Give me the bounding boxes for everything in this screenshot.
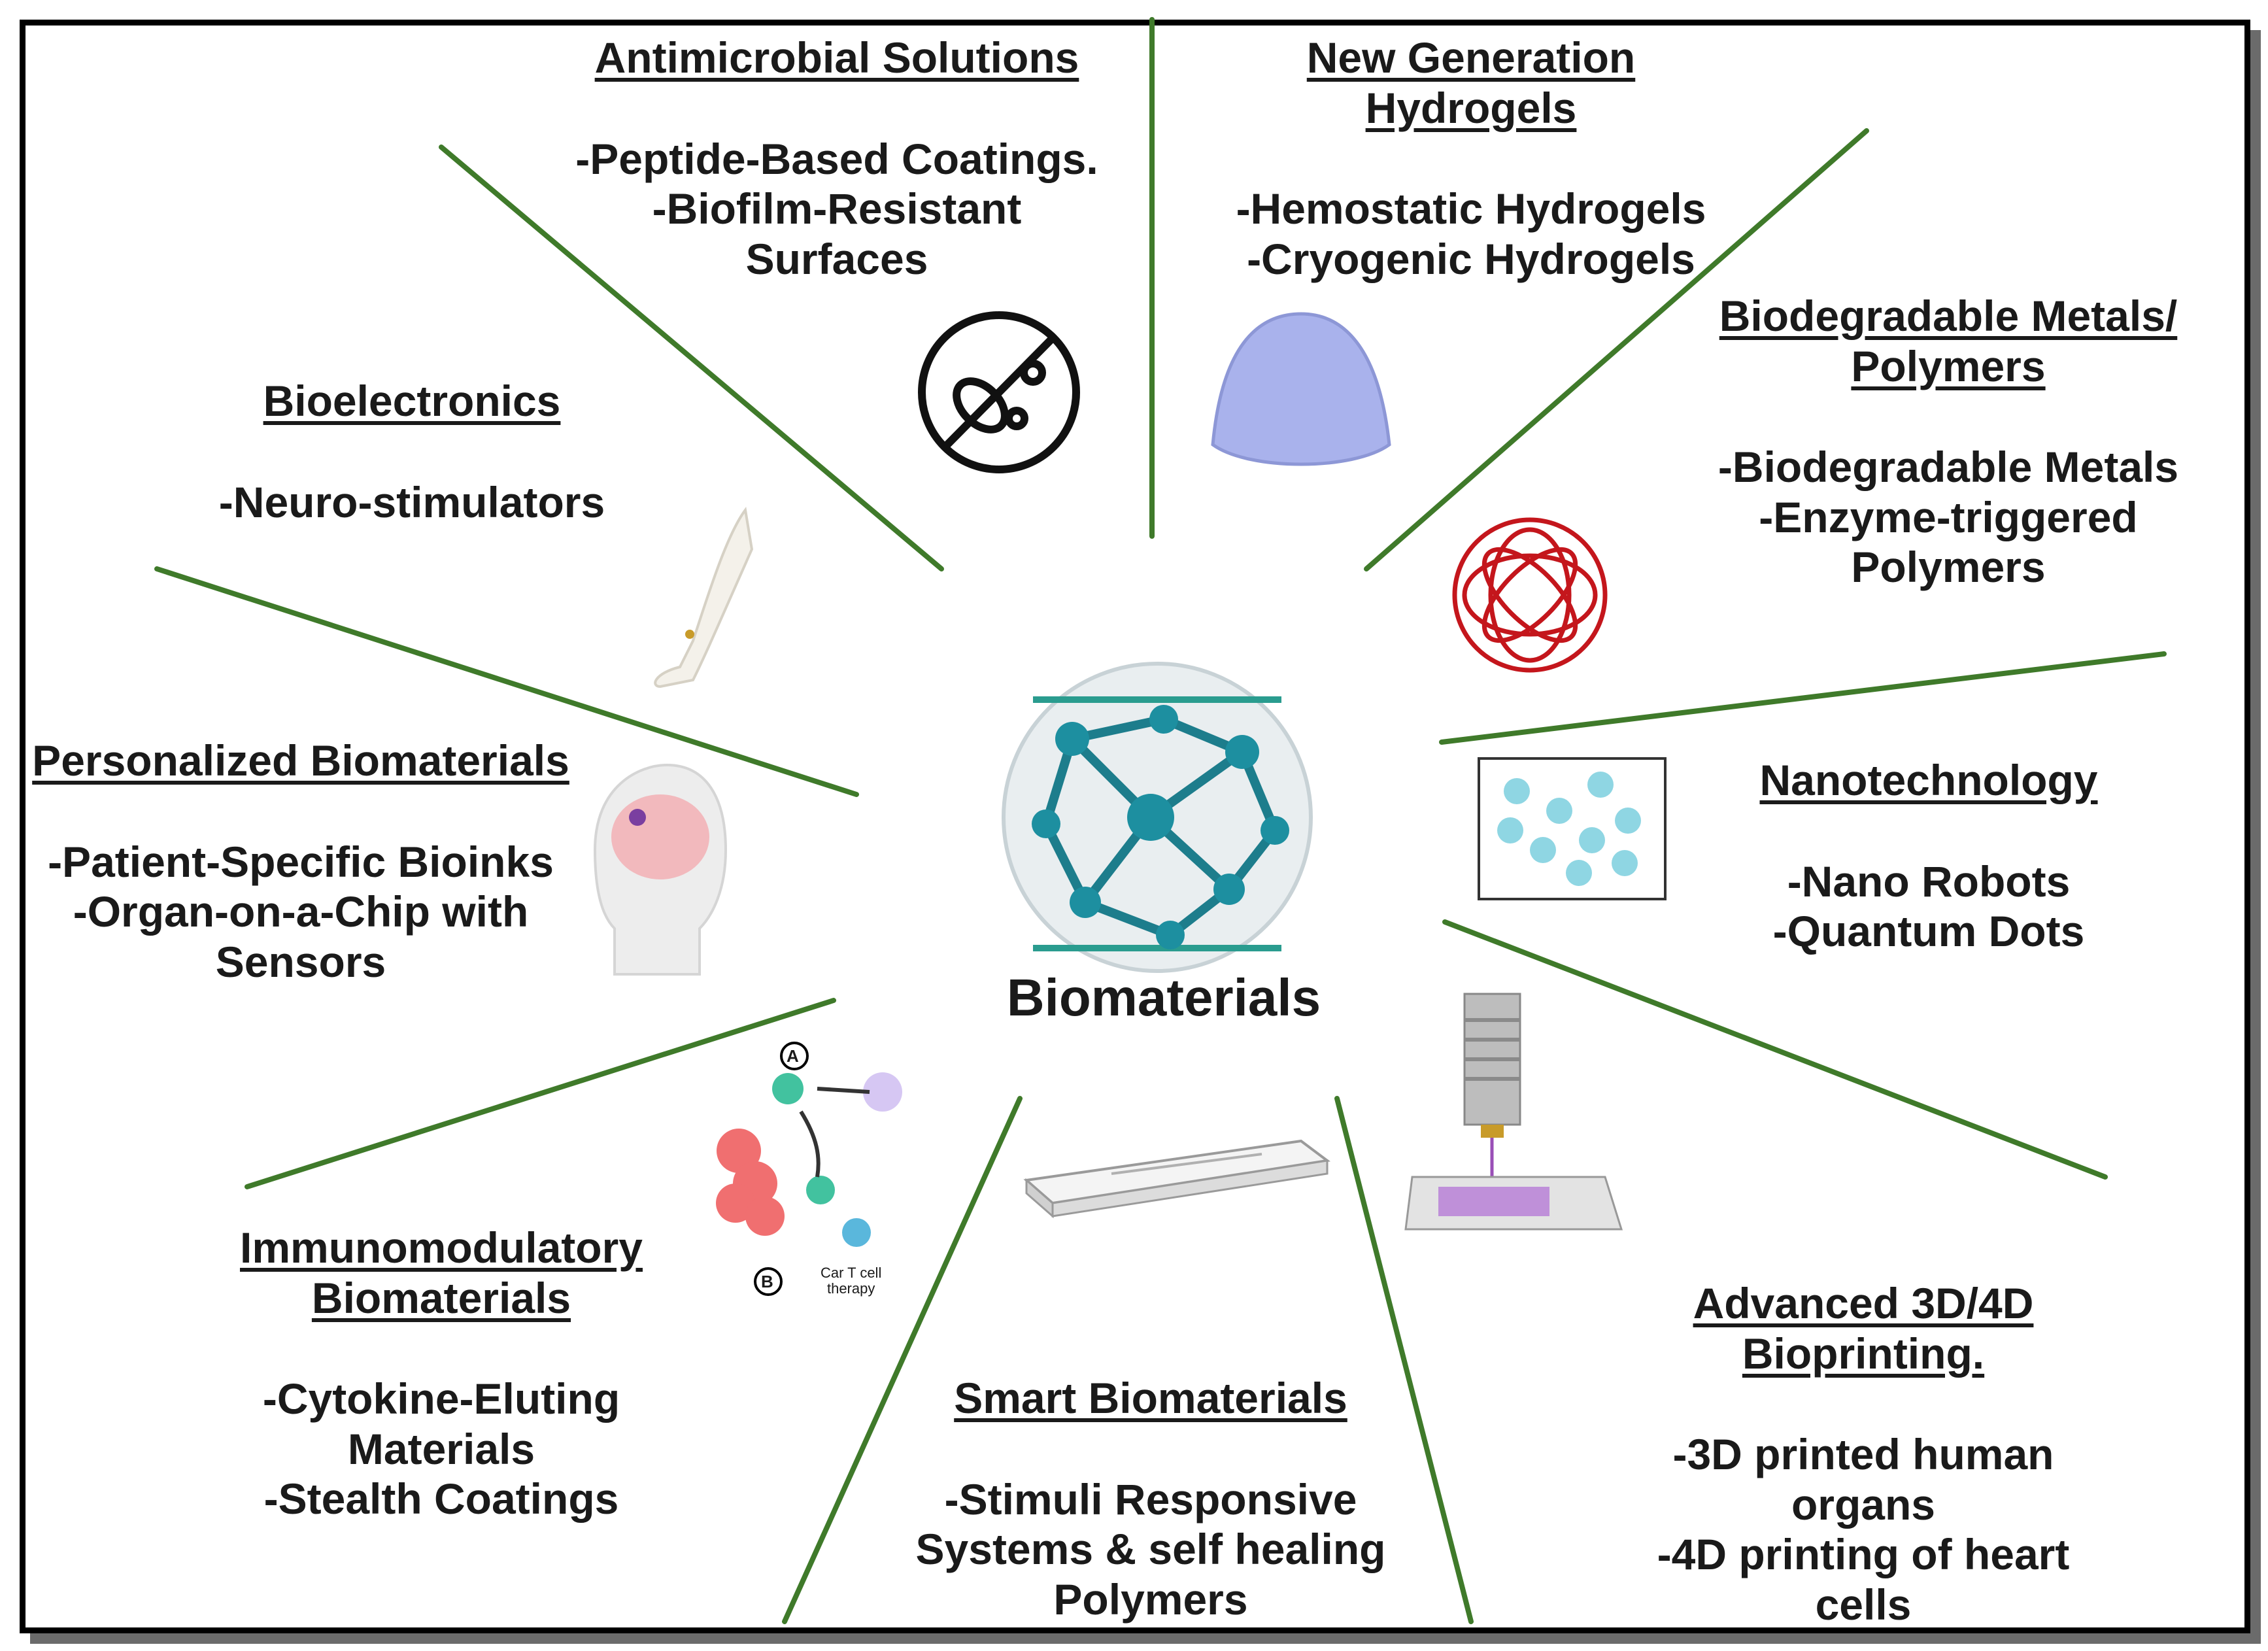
car-t-label: Car T cell therapy: [821, 1265, 882, 1297]
section-antimicrobial: Antimicrobial Solutions -Peptide-Based C…: [569, 33, 1105, 284]
section-title: Bioelectronics: [263, 377, 561, 425]
bioprinter-icon: [1404, 993, 1623, 1231]
polymer-coil-icon: [1452, 517, 1608, 673]
nanoparticle-slide-icon: [1478, 757, 1667, 900]
divider-line: [1334, 1096, 1474, 1624]
section-biodegradable: Biodegradable Metals/ Polymers -Biodegra…: [1693, 291, 2203, 592]
arm-implant-icon: [654, 507, 754, 689]
section-title: New Generation Hydrogels: [1306, 33, 1636, 132]
marker-b-label: B: [761, 1272, 773, 1291]
section-title: Immunomodulatory: [239, 1223, 643, 1272]
divider-line: [1364, 128, 1869, 571]
divider-line: [1442, 919, 2108, 1180]
divider-line: [1439, 651, 2167, 745]
section-bioprinting: Advanced 3D/4D Bioprinting. -3D printed …: [1615, 1278, 2112, 1629]
microfluidic-chip-icon: [1023, 1139, 1330, 1219]
section-title: Advanced 3D/4D: [1693, 1279, 2034, 1327]
section-title: Biodegradable Metals/: [1719, 292, 2178, 340]
marker-a-label: A: [787, 1046, 799, 1066]
molecular-network-icon: [1002, 662, 1313, 973]
brain-head-icon: [593, 763, 728, 976]
section-smart: Smart Biomaterials -Stimuli Responsive S…: [889, 1373, 1412, 1624]
divider-line: [245, 998, 836, 1189]
bacteria-prohibited-icon: [918, 311, 1080, 473]
divider-line: [782, 1096, 1023, 1624]
center-label: Biomaterials: [1006, 968, 1321, 1027]
section-title: Biomaterials: [311, 1273, 571, 1322]
section-immunomodulatory: Immunomodulatory Biomaterials -Cytokine-…: [163, 1223, 719, 1524]
section-nanotechnology: Nanotechnology -Nano Robots -Quantum Dot…: [1726, 755, 2131, 957]
section-bioelectronics: Bioelectronics -Neuro-stimulators: [196, 376, 628, 527]
section-personalized: Personalized Biomaterials -Patient-Speci…: [26, 736, 575, 987]
section-title: Antimicrobial Solutions: [594, 33, 1079, 82]
hydrogel-dome-icon: [1211, 312, 1391, 466]
section-title: Personalized Biomaterials: [32, 736, 569, 785]
section-title: Polymers: [1851, 341, 2046, 390]
divider-line: [154, 566, 859, 797]
section-title: Nanotechnology: [1759, 756, 2098, 804]
section-title: Smart Biomaterials: [954, 1374, 1347, 1422]
section-title: Bioprinting.: [1742, 1329, 1985, 1378]
immune-cell-icon: [716, 1042, 902, 1296]
divider-lines: [154, 17, 2167, 1624]
divider-line: [439, 145, 944, 571]
section-hydrogels: New Generation Hydrogels -Hemostatic Hyd…: [1203, 33, 1739, 284]
